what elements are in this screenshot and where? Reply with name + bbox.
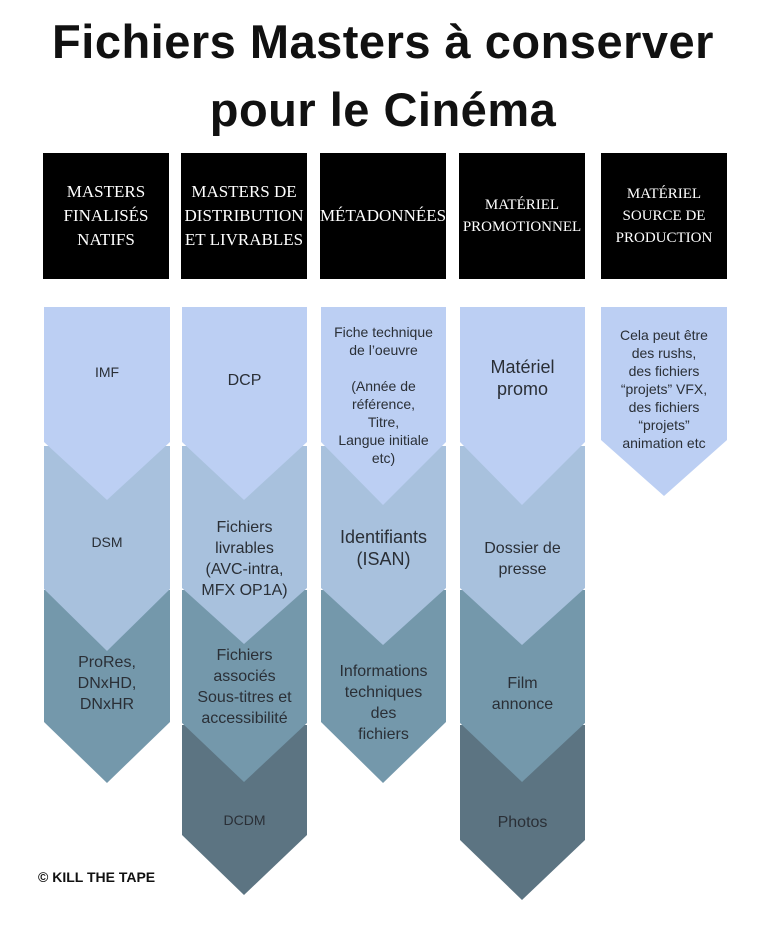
header-line: PRODUCTION	[615, 230, 713, 246]
column-header-materiel-promotionnel: MATÉRIEL PROMOTIONNEL	[459, 153, 585, 279]
chevron-c1-3	[44, 590, 170, 783]
item-dcp: DCP	[227, 371, 262, 389]
item-film-annonce: Film annonce	[491, 675, 554, 713]
chevron-c2-4	[182, 725, 307, 895]
header-line: MASTERS DE	[191, 182, 297, 201]
chevron-c2-1	[182, 307, 307, 500]
item-prores: ProRes, DNxHD, DNxHR	[77, 653, 137, 713]
header-line: MÉTADONNÉES	[319, 206, 447, 225]
item-imf: IMF	[94, 364, 120, 380]
chevron-c4-4	[460, 725, 585, 900]
item-fiche-technique: Fiche technique de l’oeuvre (Année de ré…	[334, 324, 433, 466]
header-line: ET LIVRABLES	[184, 230, 304, 249]
header-line: SOURCE DE	[622, 208, 706, 224]
header-line: MATÉRIEL	[626, 186, 702, 202]
header-line: MASTERS	[66, 182, 146, 201]
chevron-c2-2	[182, 446, 307, 644]
title-line-2: pour le Cinéma	[209, 83, 557, 136]
chevron-c1-2	[44, 446, 170, 651]
chevron-c2-3	[182, 590, 307, 782]
header-line: FINALISÉS	[63, 206, 149, 225]
chevron-c3-3	[321, 590, 446, 783]
copyright: © KILL THE TAPE	[38, 869, 156, 885]
header-line: PROMOTIONNEL	[462, 219, 582, 235]
column-header-masters-distribution: MASTERS DE DISTRIBUTION ET LIVRABLES	[181, 153, 307, 279]
column-header-metadonnees: MÉTADONNÉES	[320, 153, 446, 279]
item-dsm: DSM	[91, 534, 123, 550]
item-fichiers-livrables: Fichiers livrables (AVC-intra, MFX OP1A)	[201, 519, 288, 599]
chevron-c5-1	[601, 307, 727, 496]
item-photos: Photos	[497, 813, 548, 831]
item-materiel-promo: Matériel promo	[490, 357, 555, 399]
chevron-c4-2	[460, 446, 585, 645]
title-line-1: Fichiers Masters à conserver	[52, 15, 714, 68]
header-line: MATÉRIEL	[484, 197, 560, 213]
page-title: Fichiers Masters à conserver pour le Cin…	[0, 8, 766, 144]
header-line: NATIFS	[77, 230, 135, 249]
item-identifiants: Identifiants (ISAN)	[339, 527, 428, 569]
header-line: DISTRIBUTION	[184, 206, 304, 225]
item-dcdm: DCDM	[223, 812, 266, 828]
item-materiel-source: Cela peut être des rushs, des fichiers “…	[620, 327, 708, 451]
chevron-c3-1	[321, 307, 446, 505]
chevron-c1-1	[44, 307, 170, 500]
chevron-c4-3	[460, 590, 585, 782]
column-header-masters-natifs: MASTERS FINALISÉS NATIFS	[43, 153, 169, 279]
column-header-materiel-source: MATÉRIEL SOURCE DE PRODUCTION	[601, 153, 727, 279]
item-fichiers-associes: Fichiers associés Sous-titres et accessi…	[197, 647, 292, 727]
item-dossier-presse: Dossier de presse	[484, 540, 561, 578]
item-informations-techniques: Informations techniques des fichiers	[339, 663, 428, 743]
chevron-c3-2	[321, 446, 446, 645]
chevron-c4-1	[460, 307, 585, 505]
